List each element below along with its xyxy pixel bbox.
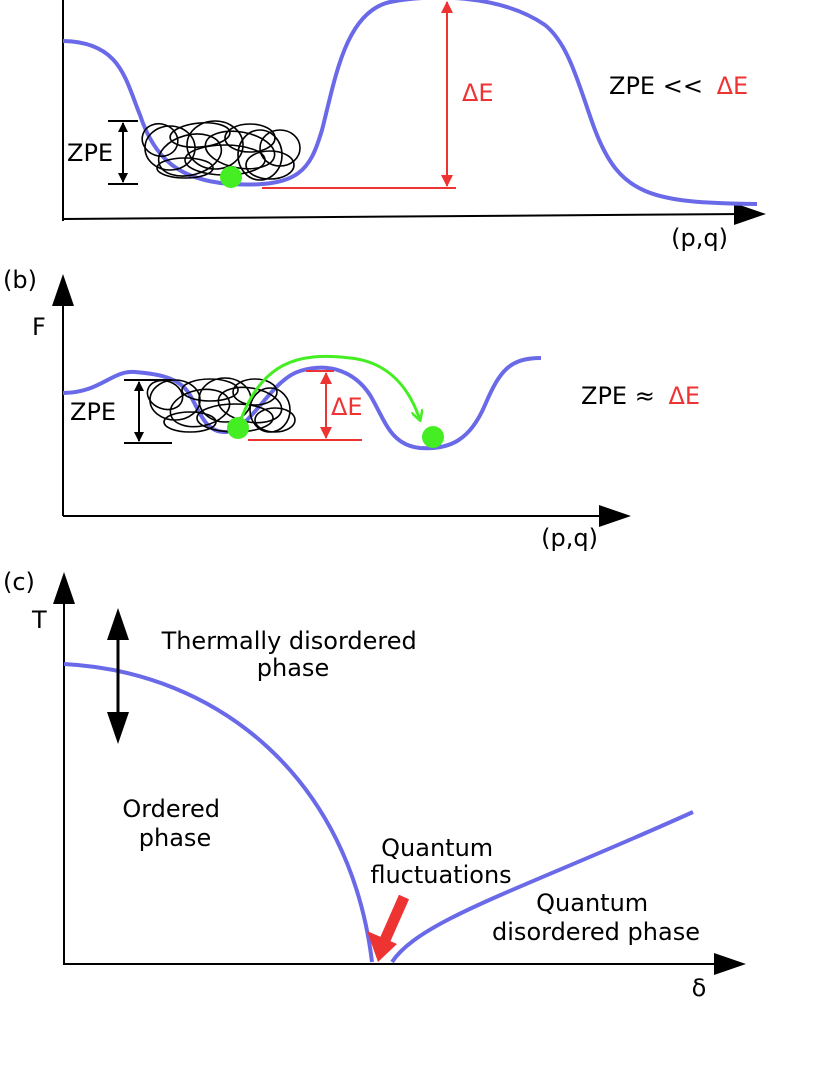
panel-b-delta-label: ΔE [331, 393, 363, 421]
panel-c-thermal-line2: phase [257, 654, 329, 682]
panel-c-quantum-fluctuation-arrow [379, 894, 410, 943]
panel-c-thermal-arrow-top [107, 608, 129, 640]
panel-a-x-axis [62, 213, 746, 220]
panel-c-quantum-phase-boundary [390, 810, 694, 964]
panel-b-relation: ZPE ≈ ΔE [581, 382, 700, 410]
panel-c: (c) T δ Thermally disordered phase Order… [3, 568, 746, 1002]
panel-a-relation: ZPE << ΔE [609, 72, 748, 100]
panel-a-x-axis-label: (p,q) [671, 224, 728, 252]
panel-b-particle-start [227, 417, 249, 439]
panel-c-y-arrowhead [53, 572, 75, 604]
panel-a-relation-rhs: ΔE [717, 72, 749, 100]
panel-c-thermal-phase-label: Thermally disordered phase [161, 627, 425, 682]
panel-b-tunneling-arrow [236, 354, 420, 429]
panel-a-delta-label: ΔE [462, 79, 494, 107]
panel-a-particle [220, 166, 242, 188]
panel-b: (b) F (p,q) ZPE Δ [3, 266, 700, 552]
panel-c-ordered-line1: Ordered [122, 795, 220, 823]
panel-c-quantum-dis-line1: Quantum [536, 889, 648, 917]
panel-b-y-axis-label: F [32, 313, 46, 341]
panel-a-relation-lhs: ZPE << [609, 72, 703, 100]
panel-b-relation-rhs: ΔE [668, 382, 700, 410]
panel-c-thermal-line1: Thermally disordered [161, 627, 417, 655]
panel-c-x-axis-label: δ [692, 974, 707, 1002]
panel-a-fluctuation-scribble [141, 120, 301, 181]
panel-b-particle-end [422, 426, 444, 448]
panel-a: (p,q) ZPE ΔE [62, 0, 766, 252]
panel-b-label: (b) [3, 266, 37, 294]
panel-c-quantum-disordered-label: Quantum disordered phase [492, 889, 700, 946]
panel-c-quantum-dis-line2: disordered phase [492, 918, 700, 946]
panel-b-zpe-label: ZPE [70, 398, 116, 426]
panel-b-fluctuation-scribble [146, 377, 296, 433]
panel-c-thermal-phase-boundary [63, 662, 374, 963]
panel-a-x-arrowhead [734, 203, 766, 225]
panel-b-potential-curve [62, 356, 542, 451]
panel-c-quantum-fluctuation-arrowhead [367, 931, 397, 962]
panel-c-quantum-fluct-line2: fluctuations [370, 861, 511, 889]
panel-c-ordered-phase-label: Ordered phase [122, 795, 227, 852]
panel-c-thermal-arrow-bottom [107, 712, 129, 744]
panel-c-label: (c) [3, 568, 35, 596]
panel-c-y-axis-label: T [31, 606, 47, 634]
panel-b-y-arrowhead [52, 274, 74, 306]
panel-b-x-axis-label: (p,q) [541, 524, 598, 552]
panel-a-zpe-label: ZPE [67, 139, 113, 167]
panel-b-x-arrowhead [599, 505, 631, 527]
panel-c-quantum-fluct-line1: Quantum [381, 834, 493, 862]
panel-c-x-arrowhead [714, 953, 746, 975]
panel-b-relation-lhs: ZPE ≈ [581, 382, 655, 410]
panel-c-ordered-line2: phase [139, 824, 211, 852]
panel-c-quantum-fluctuations-label: Quantum fluctuations [370, 834, 511, 889]
